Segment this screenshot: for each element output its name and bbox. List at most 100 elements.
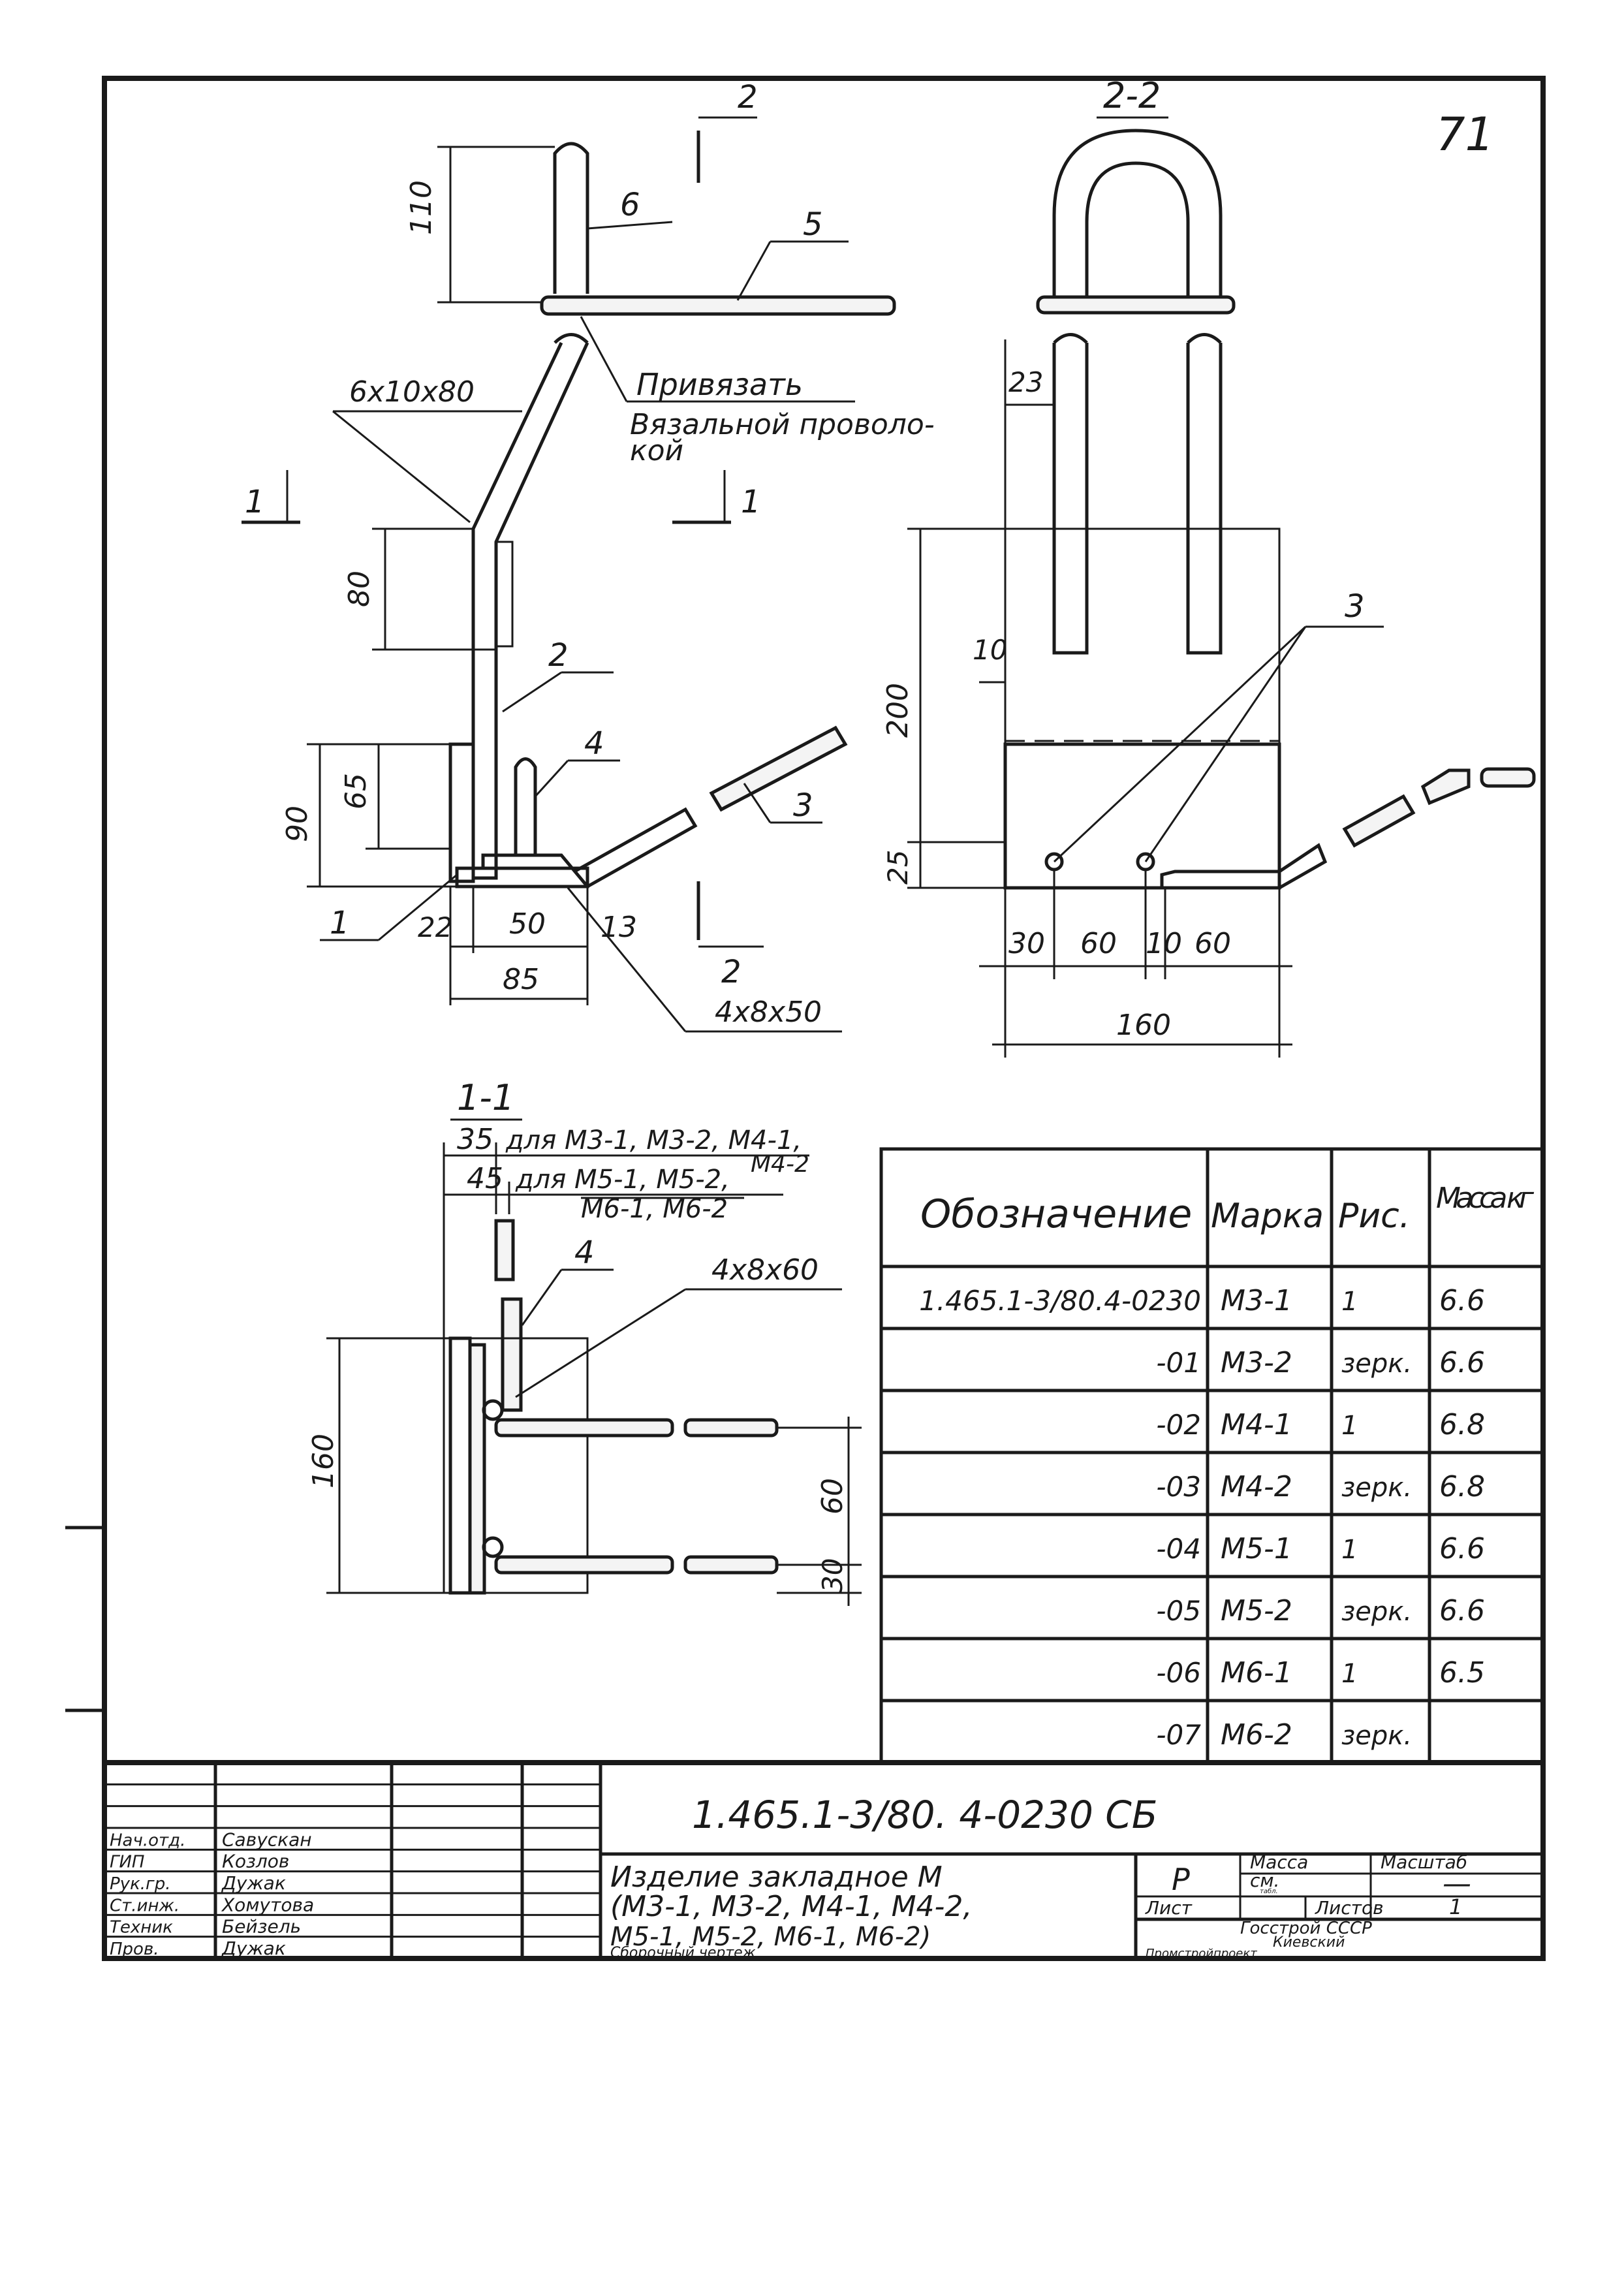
break-mark bbox=[554, 333, 589, 344]
org-3: Промстройпроект bbox=[1146, 1947, 1257, 1960]
title-block-frame bbox=[102, 1760, 1546, 1961]
item-name-3: М5-1, М5-2, М6-1, М6-2) bbox=[610, 1922, 931, 1952]
section-body bbox=[443, 1337, 589, 1594]
leader bbox=[743, 783, 772, 823]
u-bar-top bbox=[553, 142, 589, 294]
note-for-m3-m4-2: М4-2 bbox=[751, 1151, 809, 1178]
cell-designation: -04 bbox=[1156, 1533, 1201, 1565]
cell-mark: М3-1 bbox=[1221, 1284, 1292, 1317]
plate-4x8x60: 4x8x60 bbox=[711, 1253, 819, 1287]
bar-item-3-end bbox=[1420, 768, 1471, 806]
dim-13: 13 bbox=[601, 911, 637, 944]
staff-role: Ст.инж. bbox=[110, 1896, 180, 1915]
dim-200: 200 bbox=[881, 683, 914, 738]
dim-35: 35 bbox=[457, 1123, 493, 1156]
dim-10: 10 bbox=[973, 634, 1007, 666]
callout-2: 2 bbox=[548, 637, 569, 674]
dim-80: 80 bbox=[343, 571, 376, 607]
u-loop bbox=[1052, 129, 1223, 307]
bar-item-3-a bbox=[573, 807, 698, 888]
section-mark-2-top: 2 bbox=[738, 79, 758, 116]
cell-designation: -01 bbox=[1156, 1347, 1201, 1379]
cell-fig: 1 bbox=[1341, 1287, 1358, 1317]
anchor-item-4 bbox=[514, 757, 537, 855]
note-tie-3: кой bbox=[630, 434, 683, 467]
staff-role: Нач.отд. bbox=[110, 1830, 185, 1850]
note-tie-1: Привязать bbox=[636, 367, 803, 402]
anchor-top-stub bbox=[494, 1219, 515, 1281]
callout-1: 1 bbox=[330, 905, 350, 941]
scale-label: Масштаб bbox=[1381, 1851, 1467, 1873]
anchor-item-4-bar bbox=[501, 1297, 523, 1412]
h-bar-top-a bbox=[494, 1418, 674, 1438]
dim-45: 45 bbox=[467, 1162, 503, 1195]
dim-60b: 60 bbox=[1195, 927, 1231, 960]
plate-chamfer bbox=[481, 853, 589, 888]
cell-designation: 1.465.1-3/80.4-0230 bbox=[919, 1285, 1201, 1317]
callout-3: 3 bbox=[793, 787, 813, 824]
note-for-m5-m6-2: М6-1, М6-2 bbox=[581, 1194, 728, 1224]
th-designation: Обозначение bbox=[920, 1191, 1192, 1237]
cell-mass: 6.6 bbox=[1439, 1532, 1485, 1565]
cell-mass: 6.8 bbox=[1439, 1470, 1485, 1503]
break-mark bbox=[1187, 333, 1222, 344]
bar-item-3-b bbox=[709, 725, 848, 812]
cell-fig: 1 bbox=[1341, 1411, 1358, 1441]
cell-mass: 6.6 bbox=[1439, 1284, 1485, 1317]
sheets-value: 1 bbox=[1449, 1894, 1462, 1919]
mass-label: Масса bbox=[1250, 1851, 1308, 1873]
staff-role: Рук.гр. bbox=[110, 1874, 170, 1894]
stage-value: Р bbox=[1172, 1862, 1190, 1897]
bar-diagonal bbox=[471, 341, 589, 880]
bar-item-3-cap bbox=[1480, 767, 1536, 788]
staff-role: Пров. bbox=[110, 1940, 159, 1959]
leader bbox=[502, 671, 562, 713]
dim-60a: 60 bbox=[1080, 927, 1117, 960]
legs bbox=[1052, 343, 1223, 655]
sheet-number: 71 bbox=[1436, 108, 1494, 161]
leader bbox=[580, 316, 628, 402]
leader bbox=[1144, 626, 1307, 862]
h-bar-top-b bbox=[683, 1418, 779, 1438]
dim-23: 23 bbox=[1008, 366, 1043, 398]
staff-name: Козлов bbox=[222, 1851, 289, 1872]
dim-85: 85 bbox=[503, 963, 539, 996]
staff-name: Дужак bbox=[221, 1938, 286, 1959]
dim-65: 65 bbox=[339, 773, 373, 809]
h-bar-bottom-b bbox=[683, 1555, 779, 1575]
cell-mark: М6-1 bbox=[1221, 1656, 1292, 1689]
item-name-2: (М3-1, М3-2, М4-1, М4-2, bbox=[610, 1890, 972, 1923]
section-mark-1-right: 1 bbox=[741, 484, 761, 520]
section-plate bbox=[448, 1336, 472, 1595]
leader bbox=[587, 221, 673, 230]
note-for-m3-m4-1: для М3-1, М3-2, М4-1, bbox=[505, 1125, 802, 1155]
dim-90: 90 bbox=[281, 806, 314, 842]
tie-bar bbox=[1036, 295, 1236, 315]
mass-value-2: табл. bbox=[1260, 1887, 1278, 1895]
cell-fig: зерк. bbox=[1341, 1721, 1412, 1751]
u-loop-inner bbox=[1085, 161, 1190, 307]
cell-mass: 6.8 bbox=[1439, 1408, 1485, 1441]
cell-mark: М4-2 bbox=[1221, 1470, 1292, 1503]
leader bbox=[378, 873, 458, 941]
dim-10b: 10 bbox=[1146, 927, 1182, 960]
section-title-2-2: 2-2 bbox=[1103, 75, 1161, 116]
staff-name: Бейзель bbox=[222, 1916, 301, 1938]
scale-value: — bbox=[1443, 1867, 1471, 1900]
th-mass: Масса кг bbox=[1436, 1182, 1535, 1215]
front-view: 110 80 65 90 22 50 13 85 6 5 2 4 bbox=[242, 79, 935, 1033]
section-1-1-view: 1-1 35 45 для М3-1, М3-2, М4-1, М4-2 для… bbox=[307, 1077, 862, 1606]
org-2: Киевский bbox=[1273, 1934, 1345, 1951]
leader bbox=[1053, 625, 1307, 863]
th-fig: Рис. bbox=[1338, 1197, 1410, 1236]
staff-name: Хомутова bbox=[221, 1894, 314, 1915]
dim-30: 30 bbox=[1008, 927, 1045, 960]
staff-name: Савускан bbox=[222, 1829, 312, 1850]
cell-mass: 6.6 bbox=[1439, 1346, 1485, 1379]
section-2-2-view: 2-2 3 23 200 10 25 bbox=[881, 75, 1536, 1058]
leader bbox=[534, 759, 569, 798]
cell-designation: -06 bbox=[1156, 1657, 1201, 1689]
